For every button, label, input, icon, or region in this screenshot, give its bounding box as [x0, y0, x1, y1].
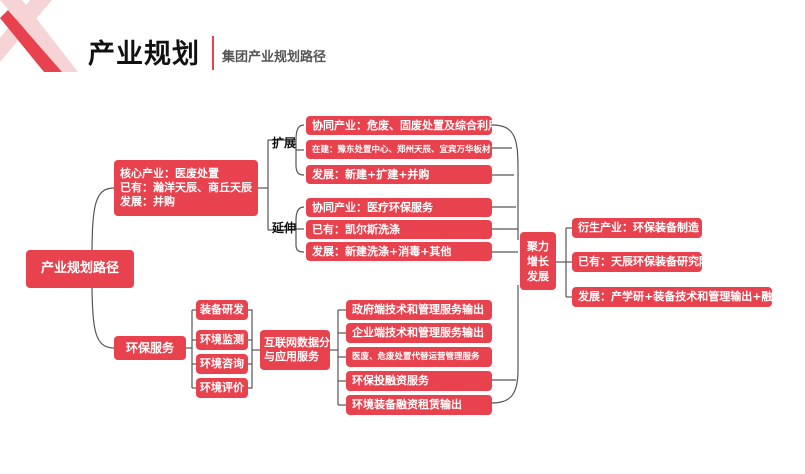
- output-item: 环保投融资服务: [346, 371, 492, 391]
- env-subitem: 环境评价: [196, 378, 248, 398]
- expand-item: 协同产业：危废、固废处置及综合利用: [306, 116, 492, 135]
- growth-item: 衍生产业：环保装备制造: [572, 218, 702, 238]
- output-item: 环境装备融资租赁输出: [346, 395, 492, 415]
- root-node: 产业规划路径: [26, 250, 134, 288]
- expand-item: 在建：豫东处置中心、郑州天辰、宜宾万华板材: [306, 140, 492, 159]
- page-subtitle: 集团产业规划路径: [222, 50, 327, 65]
- growth-line2: 增长: [527, 254, 549, 268]
- extend-item: 已有：凯尔斯洗涤: [306, 220, 492, 239]
- core-industry-line2: 已有：瀚洋天辰、商丘天辰: [120, 181, 252, 194]
- growth-line1: 聚力: [527, 239, 549, 253]
- page-title: 产业规划: [88, 39, 200, 70]
- env-subitem: 环境咨询: [196, 354, 248, 374]
- core-industry-line3: 发展：并购: [120, 195, 175, 208]
- growth-node: 聚力 增长 发展: [520, 232, 556, 290]
- core-industry-node: 核心产业：医废处置 已有：瀚洋天辰、商丘天辰 发展：并购: [114, 160, 258, 216]
- expand-item: 发展：新建+扩建+并购: [306, 165, 492, 184]
- env-service-node: 环保服务: [114, 336, 186, 360]
- env-subitem: 装备研发: [196, 300, 248, 320]
- output-item: 医废、危废处置代替运营管理服务: [346, 347, 492, 367]
- corner-decoration: [0, 0, 78, 72]
- growth-item: 发展：产学研+装备技术和管理输出+融资租赁: [572, 287, 772, 307]
- extend-item: 协同产业：医疗环保服务: [306, 198, 492, 217]
- internet-line2: 与应用服务: [264, 350, 319, 363]
- growth-item: 已有：天辰环保装备研究院: [572, 252, 702, 272]
- core-industry-line1: 核心产业：医废处置: [120, 167, 219, 180]
- extend-label: 延伸: [272, 221, 297, 235]
- output-item: 政府端技术和管理服务输出: [346, 300, 492, 320]
- expand-label: 扩展: [272, 136, 297, 150]
- growth-line3: 发展: [527, 269, 549, 283]
- output-item: 企业端技术和管理服务输出: [346, 323, 492, 343]
- extend-item: 发展：新建洗涤+消毒+其他: [306, 242, 492, 261]
- title-divider: [212, 36, 214, 70]
- internet-line1: 互联网数据分析: [264, 336, 330, 349]
- internet-node: 互联网数据分析 与应用服务: [260, 330, 330, 370]
- env-subitem: 环境监测: [196, 330, 248, 350]
